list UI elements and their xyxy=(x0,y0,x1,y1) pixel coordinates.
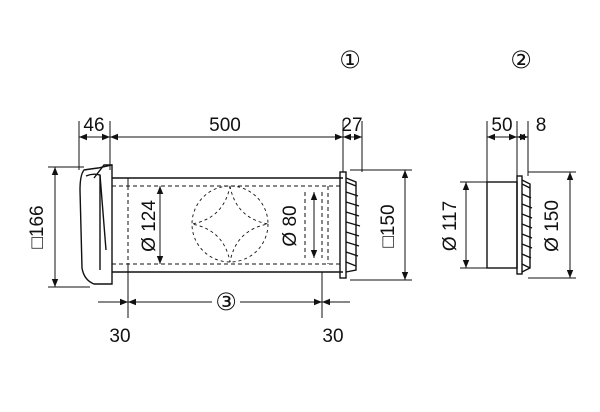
detail2-louver-9 xyxy=(521,263,531,269)
filter-element xyxy=(191,185,269,263)
detail2-sleeve xyxy=(486,181,518,269)
detail2-grille xyxy=(486,175,533,275)
outlet-grille xyxy=(339,171,361,279)
marker-2: ② xyxy=(510,47,532,74)
louver-7 xyxy=(345,241,360,247)
filter-outer-circle xyxy=(191,185,269,263)
label-dim-150-left: □150 xyxy=(378,204,399,247)
label-dim-46: 46 xyxy=(83,115,104,136)
grille-plate xyxy=(339,171,347,279)
louver-5 xyxy=(345,221,361,227)
label-dim-166: □166 xyxy=(27,205,48,248)
marker-3: ③ xyxy=(215,289,237,316)
label-dim-500: 500 xyxy=(209,115,241,136)
hood-lip xyxy=(93,164,112,179)
label-dim-30-right: 30 xyxy=(322,326,343,347)
label-dim-80: Ø 80 xyxy=(280,205,301,246)
marker-1: ① xyxy=(339,47,361,74)
hood-inner-edge xyxy=(99,174,107,251)
hood-inner-curve xyxy=(85,173,101,270)
detail2-top-dimension xyxy=(486,121,529,182)
dim-150-left-assembly xyxy=(350,169,412,281)
filter-star xyxy=(191,185,269,263)
label-dim-30-left: 30 xyxy=(109,326,130,347)
left-dimension-166 xyxy=(48,166,90,288)
detail2-plate xyxy=(516,175,523,275)
label-dim-50: 50 xyxy=(491,115,512,136)
inlet-hood xyxy=(79,164,113,285)
label-dim-124: Ø 124 xyxy=(139,200,160,252)
louver-6 xyxy=(345,231,360,237)
label-dim-8: 8 xyxy=(536,115,547,136)
louver-1 xyxy=(345,181,357,187)
hood-outline xyxy=(79,164,113,285)
dim-80 xyxy=(304,192,323,258)
label-dim-150-right: Ø 150 xyxy=(542,200,563,252)
louver-3 xyxy=(345,201,360,207)
label-dim-117: Ø 117 xyxy=(440,201,461,251)
louver-4 xyxy=(345,211,360,217)
detail2-louver-1 xyxy=(521,183,531,189)
top-dimension-line xyxy=(78,121,363,172)
dim-117 xyxy=(460,181,488,269)
label-dim-27: 27 xyxy=(341,115,362,136)
bottom-dimension-line xyxy=(98,272,350,318)
dim-150-right xyxy=(528,171,576,279)
louver-9 xyxy=(345,261,357,267)
grille-frame xyxy=(345,177,357,273)
detail2-frame xyxy=(521,179,531,273)
